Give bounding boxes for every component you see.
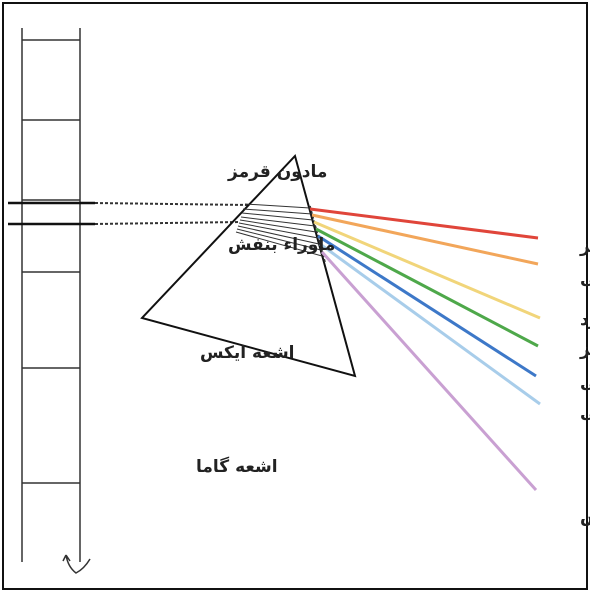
label-orange: نارنجی: [580, 269, 590, 289]
label-blue: آبی: [580, 371, 590, 393]
prism: [140, 154, 357, 378]
label-green: سبز: [579, 340, 590, 360]
internal-rays: [235, 203, 326, 263]
label-indigo: نیلی: [580, 403, 590, 423]
label-ultraviolet: ماوراء بنفش: [228, 235, 335, 255]
ray-red: [309, 207, 539, 240]
ray-blue: [317, 234, 537, 378]
label-red: قرمز: [579, 237, 590, 257]
beam-lower-dotted: [94, 221, 241, 225]
beam-upper-dotted: [94, 202, 249, 206]
ray-violet: [320, 250, 538, 492]
wavelength-scale: [21, 28, 91, 574]
incoming-beam: [8, 201, 249, 226]
down-arrow-icon: [62, 554, 91, 574]
label-xray: اشعه ایکس: [200, 343, 295, 363]
label-yellow: زرد: [580, 310, 590, 330]
label-violet: بنفش: [580, 507, 590, 527]
ray-orange: [311, 213, 539, 266]
ray-yellow: [313, 220, 541, 320]
label-gamma: اشعه گاما: [196, 456, 278, 477]
label-infrared: مادون قرمز: [227, 162, 327, 182]
ray-green: [315, 227, 539, 348]
ray-indigo: [319, 242, 541, 406]
spectrum-rays: [309, 207, 541, 492]
